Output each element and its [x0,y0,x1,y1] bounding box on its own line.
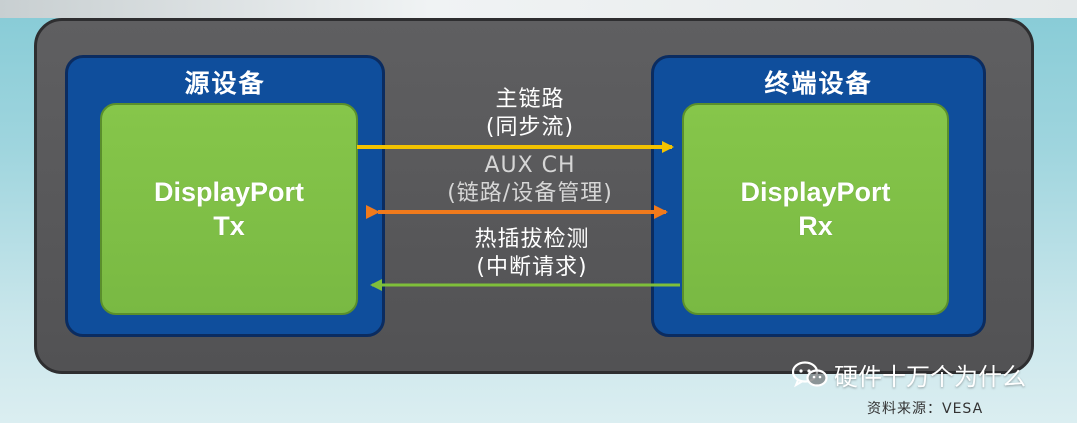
displayport-tx-chip: DisplayPort Tx [100,103,358,315]
aux-channel-label-line2: (链路/设备管理) [447,181,613,206]
source-device-title: 源设备 [184,69,266,98]
sink-device-title: 终端设备 [764,69,873,98]
displayport-rx-chip: DisplayPort Rx [682,103,949,315]
wechat-icon [792,360,828,387]
aux-channel-label: AUX CH (链路/设备管理) [405,152,655,208]
rx-chip-label-line1: DisplayPort [740,177,891,207]
tx-chip-label-line1: DisplayPort [153,177,305,207]
watermark-text: 硬件十万个为什么 [834,363,1026,391]
rx-chip-label-line2: Rx [798,211,833,241]
wechat-watermark: 硬件十万个为什么 [792,357,1026,392]
main-link-label: 主链路 (同步流) [445,86,615,142]
tx-chip-label-line2: Tx [213,211,245,241]
main-link-label-line2: (同步流) [485,115,575,140]
hpd-label-line2: (中断请求) [476,255,588,280]
top-strip [0,0,1077,18]
main-link-label-line1: 主链路 [495,87,565,112]
hpd-label-line1: 热插拔检测 [474,227,590,252]
source-note: 资料来源：VESA [867,401,984,417]
source-device-box: 源设备 DisplayPort Tx [65,55,385,337]
aux-channel-label-line1: AUX CH [484,153,576,178]
hpd-label: 热插拔检测 (中断请求) [432,226,632,282]
sink-device-box: 终端设备 DisplayPort Rx [651,55,986,337]
